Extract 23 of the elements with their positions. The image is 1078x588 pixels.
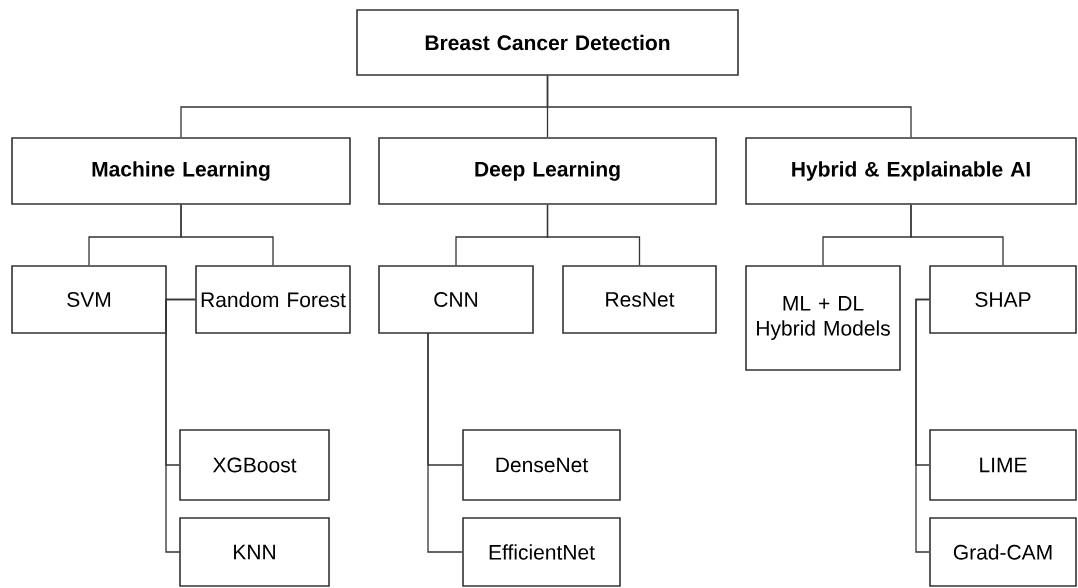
heading-box: Deep Learning <box>378 137 717 205</box>
connector-line <box>915 298 930 553</box>
method-box: LIME <box>929 429 1077 501</box>
connector-line <box>427 332 463 553</box>
method-box: Random Forest <box>195 265 351 334</box>
method-box: XGBoost <box>179 429 330 501</box>
method-box: EfficientNet <box>462 517 621 587</box>
connector-line <box>546 75 912 138</box>
method-box: ResNet <box>562 265 717 334</box>
method-box: SHAP <box>929 265 1077 334</box>
connector-line <box>180 204 274 266</box>
heading-box: Breast Cancer Detection <box>356 9 739 76</box>
connector-line <box>546 204 641 266</box>
method-box: Grad-CAM <box>929 517 1077 587</box>
method-box: SVM <box>11 265 167 334</box>
connector-line <box>165 298 196 553</box>
connector-line <box>910 204 1004 266</box>
method-box: KNN <box>179 517 330 587</box>
method-box: DenseNet <box>462 429 621 501</box>
heading-box: Machine Learning <box>11 137 351 205</box>
heading-box: Hybrid & Explainable AI <box>745 137 1077 205</box>
method-box: ML + DL Hybrid Models <box>745 265 901 371</box>
method-box: CNN <box>378 265 534 334</box>
